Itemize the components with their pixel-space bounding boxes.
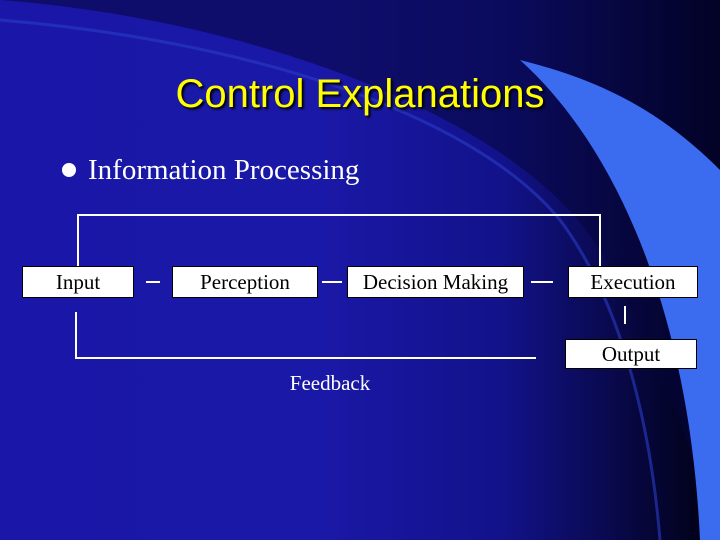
connector-perception-decision bbox=[322, 281, 342, 283]
top-loop-line bbox=[77, 214, 601, 216]
connector-execution-output bbox=[624, 306, 626, 324]
accent-swoosh bbox=[520, 60, 720, 540]
output-box: Output bbox=[565, 339, 697, 369]
input-box: Input bbox=[22, 266, 134, 298]
feedback-label: Feedback bbox=[289, 371, 371, 395]
swoosh-arc bbox=[0, 18, 662, 540]
bottom-loop-line bbox=[75, 357, 536, 359]
bottom-left-rise bbox=[75, 312, 77, 359]
bullet-text: Information Processing bbox=[88, 153, 360, 186]
top-left-drop bbox=[77, 214, 79, 266]
decision-making-box: Decision Making bbox=[347, 266, 524, 298]
perception-box: Perception bbox=[172, 266, 318, 298]
connector-input-perception bbox=[146, 281, 160, 283]
top-right-drop bbox=[599, 214, 601, 266]
bullet-item: Information Processing bbox=[62, 150, 359, 190]
slide-title: Control Explanations bbox=[175, 72, 545, 116]
execution-box: Execution bbox=[568, 266, 698, 298]
connector-decision-execution bbox=[531, 281, 553, 283]
bullet-dot-icon bbox=[62, 163, 76, 177]
